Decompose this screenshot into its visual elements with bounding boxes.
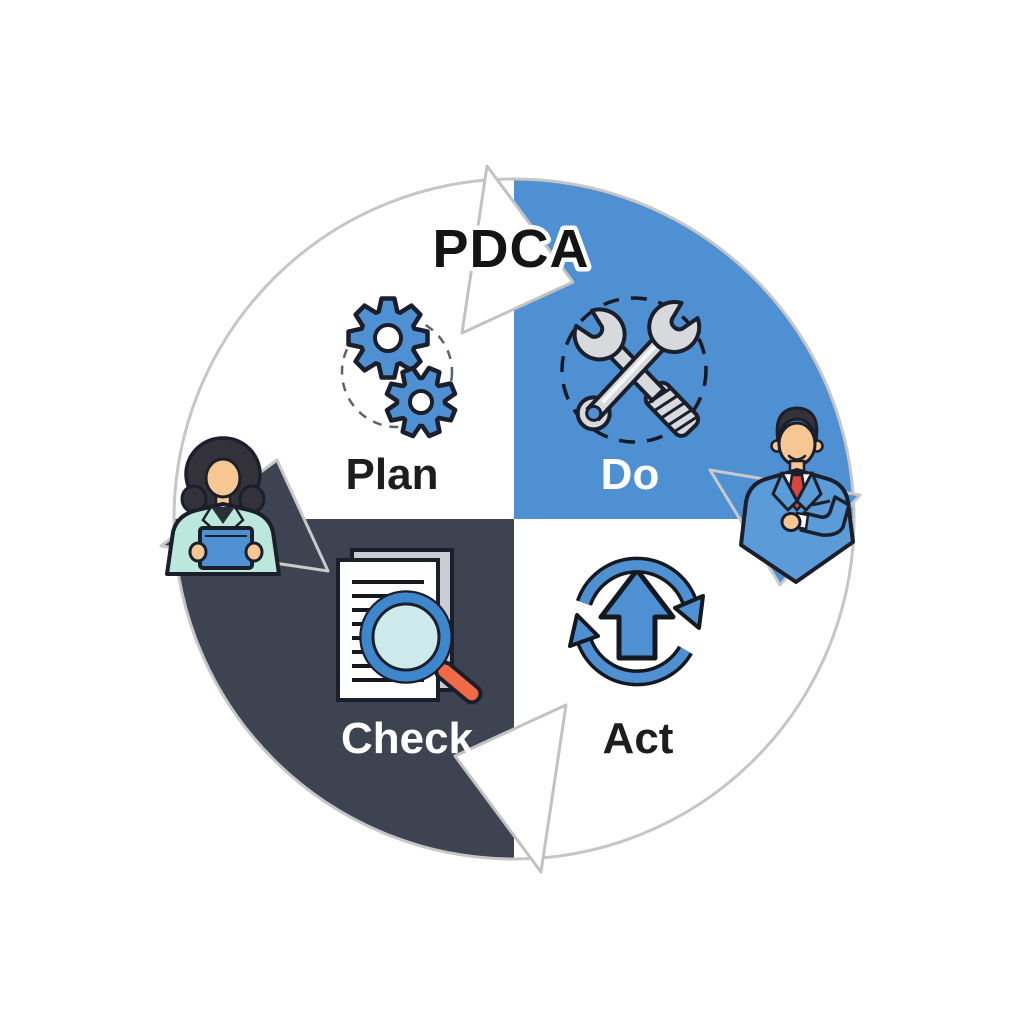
woman-hand-left bbox=[188, 541, 208, 563]
woman-fringe bbox=[204, 449, 242, 476]
quadrant-act bbox=[514, 519, 854, 859]
label-plan: Plan bbox=[346, 450, 439, 499]
crossed-wrenches-icon bbox=[560, 296, 708, 444]
tablet bbox=[198, 526, 254, 570]
man-pocket-line bbox=[811, 499, 831, 507]
cycle-arrowhead-bottom-icon bbox=[453, 703, 568, 874]
open-end-wrench bbox=[575, 300, 702, 432]
diagram-title: PDCA bbox=[432, 219, 589, 279]
gears-icon bbox=[340, 296, 458, 439]
man-hair bbox=[775, 406, 819, 443]
refresh-arc-bottom bbox=[579, 639, 690, 683]
gear-small-hole bbox=[408, 389, 434, 415]
man-folded-arm bbox=[799, 495, 851, 537]
magnifier-ring-inner bbox=[371, 602, 441, 672]
wrench-dashed-circle bbox=[560, 296, 708, 444]
label-do: Do bbox=[601, 450, 660, 499]
cycle-arrowhead-top-icon bbox=[460, 164, 575, 335]
document-magnifier-icon bbox=[336, 548, 483, 705]
figure-woman-tablet bbox=[165, 436, 281, 576]
gear-large-hole bbox=[373, 323, 403, 353]
figure-man-suit bbox=[739, 406, 855, 584]
cycle-arrows-icon bbox=[568, 556, 705, 687]
refresh-arc-top-arrowhead bbox=[673, 594, 705, 630]
woman-hand-right bbox=[244, 541, 264, 563]
man-smile bbox=[787, 454, 807, 461]
woman-face bbox=[204, 457, 242, 499]
refresh-arc-top bbox=[579, 560, 695, 605]
magnifier-ring bbox=[361, 592, 451, 682]
refresh-arc-bottom-arrowhead bbox=[568, 613, 600, 648]
woman-blouse-v bbox=[211, 507, 235, 524]
man-hand bbox=[780, 512, 802, 532]
label-act: Act bbox=[603, 714, 674, 763]
up-arrow-icon bbox=[598, 567, 676, 661]
circle-border bbox=[172, 177, 856, 861]
label-check: Check bbox=[341, 714, 474, 763]
